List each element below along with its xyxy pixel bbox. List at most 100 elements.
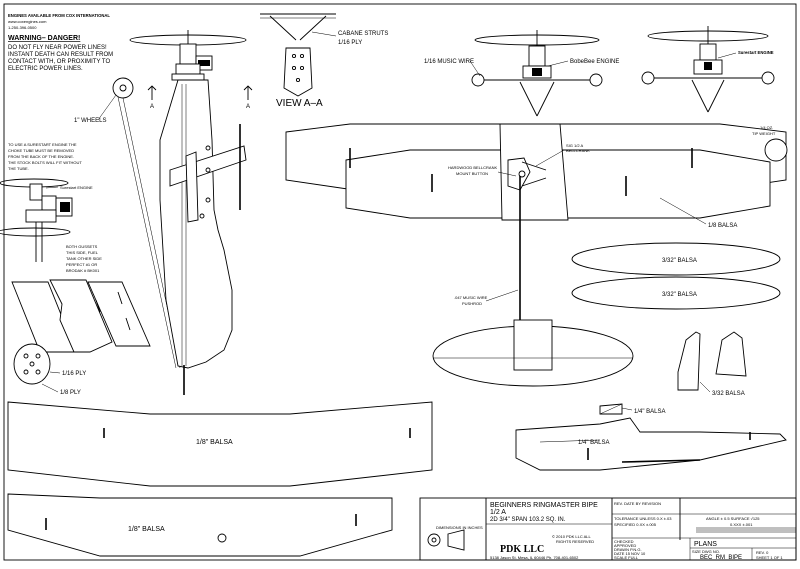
company-name: PDK LLC — [500, 544, 544, 555]
warning-line: ELECTRIC POWER LINES. — [8, 66, 83, 72]
music-wire-label: 1/16 MUSIC WIRE — [424, 59, 474, 65]
gusset-parts — [11, 279, 151, 353]
tail-part-b — [571, 276, 781, 310]
fuselage-blank-outline — [515, 417, 787, 471]
engines-available-text: ENGINES AVAILABLE FROM COX INTERNATIONAL — [8, 13, 110, 18]
front-view: 1/16 MUSIC WIRE BobeBee ENGINE — [424, 30, 619, 117]
signoff-row: APPROVED — [614, 543, 636, 548]
company-address: 5138 Jason St. Mesa, IL 60446 Ph. 708-40… — [490, 555, 579, 560]
dimensions-note: DIMENSIONS IN INCHES — [436, 525, 483, 530]
gusset-note-line: THIS SIDE, FUEL — [66, 250, 99, 255]
surestart-engine-right-label: Surestart ENGINE — [738, 50, 774, 55]
gusset-note-line: PERFECT #1 OR — [66, 262, 97, 267]
upper-wing-outline — [7, 401, 433, 487]
cabane-struts-material: 1/16 PLY — [338, 40, 362, 46]
upper-wing-label: 1/8" BALSA — [196, 439, 233, 446]
wedge-balsa-label: 1/4" BALSA — [634, 409, 665, 415]
surestart-note-line: THE STOCK BOLTS WILL FIT WITHOUT — [8, 160, 82, 165]
lower-wing-label: 1/8" BALSA — [128, 526, 165, 533]
wheels-label: 1" WHEELS — [74, 118, 106, 124]
cabane-struts-label: CABANE STRUTS — [338, 31, 388, 37]
lower-wing-panel: 1/8" BALSA — [7, 493, 393, 557]
ply-1-16-label: 1/16 PLY — [62, 371, 86, 377]
plan-title: BEGINNERS RINGMASTER BIPE — [490, 502, 598, 509]
ply-1-8-label: 1/8 PLY — [60, 390, 81, 396]
top-view-wings: 1/4 OZ. TIP WEIGHT SIG 1/2 A BELLCRANK H… — [285, 123, 788, 322]
tail-part-a-label: 3/32" BALSA — [662, 258, 697, 264]
signoff-row: CHECKED — [614, 539, 634, 544]
fuselage-blank: 1/4" BALSA — [515, 417, 787, 471]
bellcrank-label: SIG 1/2 A — [566, 143, 583, 148]
tip-weight-label: TIP WEIGHT — [752, 131, 776, 136]
fuselage-balsa-label: 1/4" BALSA — [578, 440, 609, 446]
lower-wing-outline — [7, 493, 393, 557]
fin-part — [715, 331, 747, 377]
bellcrank-label: BELLCRANK — [566, 148, 590, 153]
tip-weight — [764, 138, 788, 162]
warning-line: DO NOT FLY NEAR POWER LINES! — [8, 45, 107, 51]
view-a-a: CABANE STRUTS 1/16 PLY VIEW A–A — [260, 13, 388, 109]
pushrod-label: .047 MUSIC WIRE — [454, 295, 488, 300]
signoff-row: DRAWN P.N.G. — [614, 547, 642, 552]
tail-surfaces: 3/32" BALSA 3/32" BALSA — [571, 242, 781, 310]
gusset-note-line: BRODAK # BK001 — [66, 268, 100, 273]
sheet-number: SHEET 1 OF 1 — [756, 555, 783, 560]
copyright-line: RIGHTS RESERVED — [556, 539, 594, 544]
tail-part-a — [571, 242, 781, 276]
warning-line: INSTANT DEATH CAN RESULT FROM — [8, 52, 113, 58]
gusset-note-line: BOTH GUSSETS — [66, 244, 98, 249]
gusset-part — [87, 281, 151, 347]
surestart-note-line: TO USE A SURESTART ENGINE THE — [8, 142, 77, 147]
stabilizer-plan: .047 MUSIC WIRE PUSHROD — [432, 289, 634, 387]
front-view-surestart: Surestart ENGINE — [641, 26, 775, 113]
firewall-ply: 1/16 PLY 1/8 PLY — [13, 343, 86, 396]
website-text: www.coxengines.com — [8, 19, 47, 24]
section-mark-a: A — [150, 104, 154, 110]
upper-wing-panel: 1/8" BALSA — [7, 401, 433, 487]
plan-span: 2D 3/4" SPAN 103.2 SQ. IN. — [490, 517, 566, 523]
engine-source-note: ENGINES AVAILABLE FROM COX INTERNATIONAL… — [8, 13, 110, 30]
bellcrank-mount-label: MOUNT BUTTON — [456, 171, 488, 176]
warning-line: CONTACT WITH, OR PROXIMITY TO — [8, 59, 110, 65]
vertical-fins: 3/32 BALSA — [677, 331, 747, 397]
revision-number: REV. 0 — [756, 550, 769, 555]
fuselage-side — [159, 79, 233, 369]
angle-row: ANGLE ± 0.5 SURFACE √125 — [706, 516, 760, 521]
gusset-note-line: TANK OTHER SIDE — [66, 256, 102, 261]
fin-part — [677, 331, 701, 391]
firewall-disc — [13, 343, 51, 385]
wing-balsa-label: 1/8 BALSA — [708, 223, 737, 229]
copyright-line: © 2010 PDK LLC ALL — [552, 534, 592, 539]
gusset-part — [49, 279, 113, 353]
tolerance-row: TOLERANCE UNLESS 0.X ±.03 — [614, 516, 672, 521]
sheet-border — [3, 3, 797, 561]
fin-balsa-label: 3/32 BALSA — [712, 391, 745, 397]
surestart-note-line: CHOKE TUBE MUST BE REMOVED — [8, 148, 74, 153]
bobebee-engine-label: BobeBee ENGINE — [570, 59, 619, 65]
pushrod-label: PUSHROD — [462, 301, 482, 306]
bellcrank-mount-label: HARDWOOD BELLCRANK — [448, 165, 497, 170]
view-a-a-title: VIEW A–A — [276, 98, 323, 109]
surestart-engine-label: Surestart ENGINE — [60, 185, 93, 190]
small-wedge: 1/4" BALSA — [599, 403, 665, 415]
angle-row: 0.XXX ±.001 — [730, 522, 753, 527]
plans-label: PLANS — [694, 541, 717, 548]
surestart-detail: TO USE A SURESTART ENGINE THE CHOKE TUBE… — [0, 142, 102, 273]
tail-part-b-label: 3/32" BALSA — [662, 292, 697, 298]
plan-size: 1/2 A — [490, 509, 506, 516]
warning-title: WARNING– DANGER! — [8, 35, 80, 42]
side-view: 1" WHEELS A A — [74, 30, 253, 395]
engine — [179, 43, 197, 65]
tolerance-row: SPECIFIED 0.XX ±.005 — [614, 522, 657, 527]
signoff-row: SCALE FULL — [614, 555, 639, 560]
tip-weight-label: 1/4 OZ. — [760, 125, 773, 130]
surestart-note-line: FROM THE BACK OF THE ENGINE. — [8, 154, 74, 159]
surestart-note-line: THE TUBE. — [8, 166, 29, 171]
signoff-row: DATE 15 NOV 10 — [614, 551, 646, 556]
title-block: DIMENSIONS IN INCHES BEGINNERS RINGMASTE… — [419, 497, 797, 561]
lower-wing-hole — [217, 533, 227, 543]
size-dwg-label: SIZE DWG NO. — [692, 549, 720, 554]
warning-block: WARNING– DANGER! DO NOT FLY NEAR POWER L… — [8, 35, 113, 72]
